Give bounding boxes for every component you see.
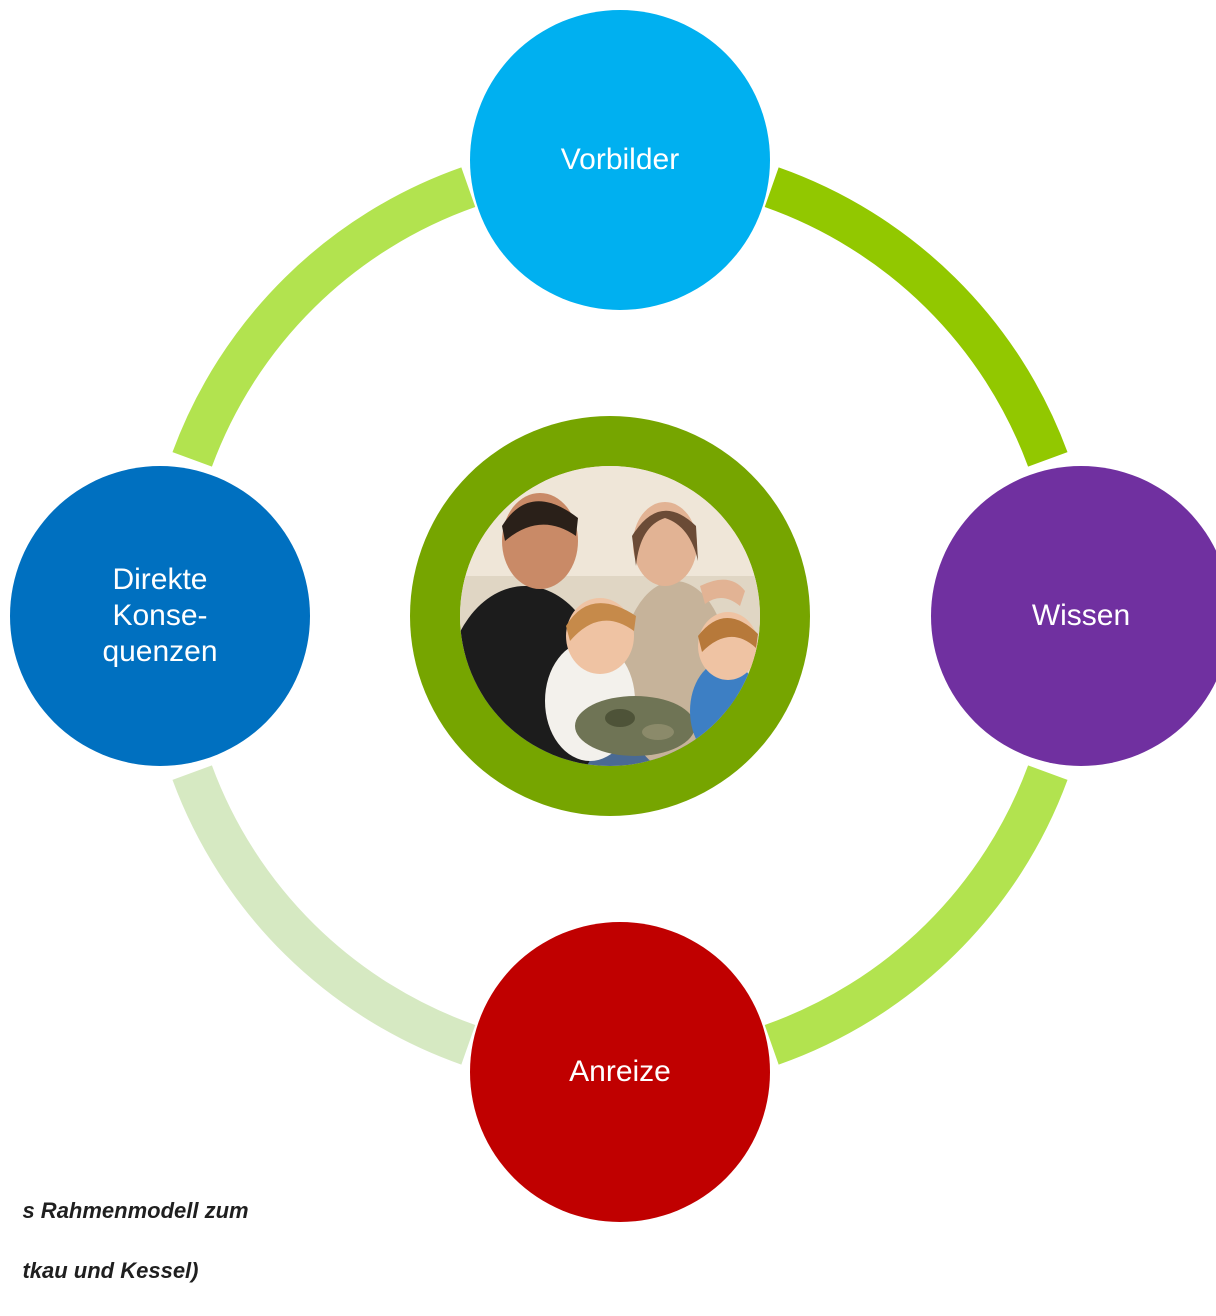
cycle-ring [172,167,1068,1065]
node-anreize: Anreize [470,922,770,1222]
node-left-label-line-1: Direkte [112,563,208,596]
arc-right-bottom [764,765,1068,1065]
arc-left-top [172,167,476,467]
node-vorbilder-label: Vorbilder [560,143,680,176]
diagram-canvas: Vorbilder Wissen Anreize Direkte Konse- … [10,10,1216,1283]
arc-bottom-left [172,765,476,1065]
caption-line-2: tkau und Kessel) [22,1258,199,1283]
node-left-label-line-3: quenzen [102,635,218,668]
caption-line-1: s Rahmenmodell zum [22,1198,249,1223]
arc-top-right [764,167,1068,467]
node-direkte-konsequenzen: Direkte Konse- quenzen [10,466,310,766]
node-anreize-label: Anreize [569,1055,671,1088]
node-vorbilder: Vorbilder [470,10,770,310]
node-wissen: Wissen [931,466,1216,766]
caption: s Rahmenmodell zum tkau und Kessel) [0,1166,249,1316]
family-photo-illustration [460,466,760,766]
node-left-label-line-2: Konse- [112,599,208,632]
node-wissen-label: Wissen [1031,599,1131,632]
family-photo [460,466,760,766]
